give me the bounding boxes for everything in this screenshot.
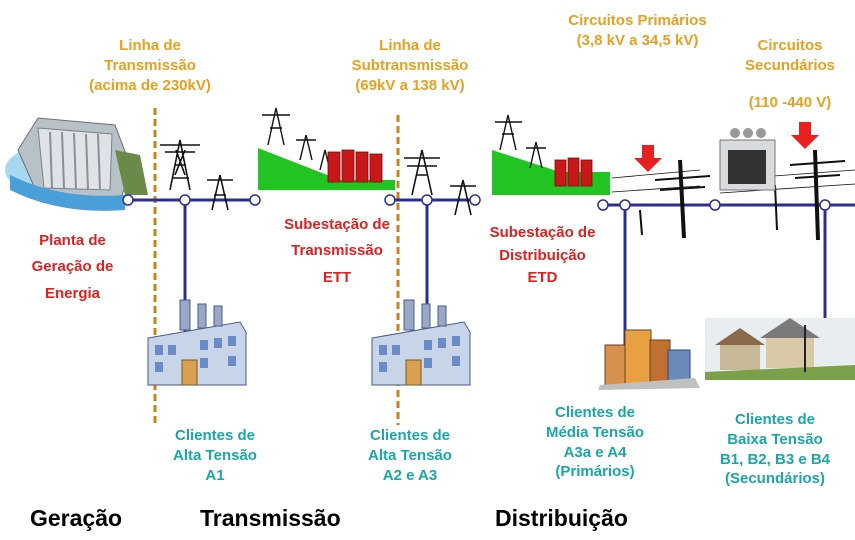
circuitos-secundarios-label: Circuitos Secundários bbox=[744, 37, 836, 74]
clientes-baixa-label: Clientes de Baixa Tensão B1, B2, B3 e B4… bbox=[719, 411, 831, 488]
pad-transformer-icon bbox=[719, 128, 776, 191]
linha-transmissao-label: Linha de Transmissão (acima de 230kV) bbox=[89, 37, 211, 94]
utility-pole-icon bbox=[611, 159, 711, 239]
stage-transmissao: Transmissão bbox=[200, 505, 341, 531]
stage-geracao: Geração bbox=[30, 505, 123, 531]
dam-icon bbox=[5, 117, 148, 211]
line-nodes bbox=[122, 194, 831, 211]
clientes-a1-label: Clientes de Alta Tensão A1 bbox=[173, 427, 257, 484]
houses-icon bbox=[705, 318, 855, 380]
linha-subtransmissao-label: Linha de Subtransmissão (69kV a 138 kV) bbox=[351, 37, 469, 94]
substation-icon bbox=[492, 114, 610, 195]
planta-geracao-label: Planta de Geração de Energia bbox=[31, 232, 114, 302]
transmission-tower-icon bbox=[404, 149, 476, 216]
factory-icon bbox=[147, 299, 247, 386]
clientes-media-label: Clientes de Média Tensão A3a e A4 (Primá… bbox=[545, 404, 645, 481]
clientes-a2-a3-label: Clientes de Alta Tensão A2 e A3 bbox=[368, 427, 452, 484]
circuitos-primarios-label: Circuitos Primários (3,8 kV a 34,5 kV) bbox=[568, 12, 707, 49]
subestacao-transmissao-label: Subestação de Transmissão ETT bbox=[284, 216, 390, 286]
subestacao-distribuicao-label: Subestação de Distribuição ETD bbox=[489, 224, 596, 286]
buildings-icon bbox=[598, 329, 700, 390]
circuitos-secundarios-range: (110 -440 V) bbox=[748, 94, 832, 111]
down-arrow-icon bbox=[634, 145, 662, 172]
stage-distribuicao: Distribuição bbox=[495, 505, 628, 531]
utility-pole-icon bbox=[719, 149, 855, 241]
substation-icon bbox=[258, 107, 395, 190]
down-arrow-icon bbox=[791, 122, 819, 149]
transmission-tower-icon bbox=[160, 139, 233, 211]
factory-icon bbox=[371, 299, 471, 386]
